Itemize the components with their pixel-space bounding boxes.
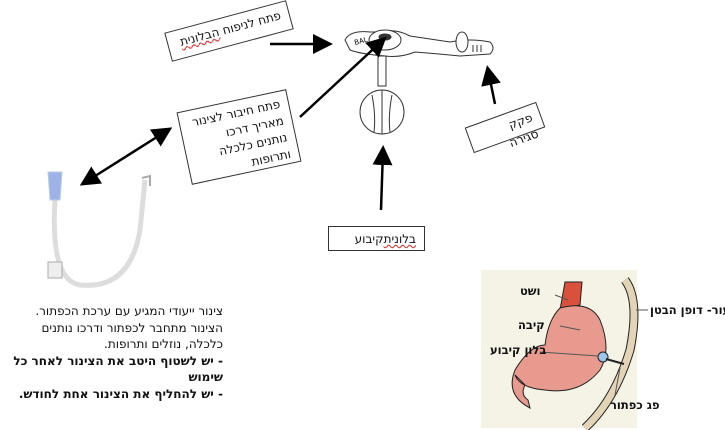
label-skin-wall: עור- דופן הבטן — [650, 303, 725, 317]
label-text-underlined: הבלונית — [178, 24, 221, 49]
label-balloon: בלוניתקיבוע — [328, 226, 425, 251]
stomach-anatomy-illustration — [481, 270, 648, 430]
label-text-underlined: בלונית — [383, 232, 416, 246]
gastrostomy-button-device — [344, 29, 494, 135]
tube-description: צינור ייעודי המגיע עם ערכת הכפתור. הצינו… — [8, 303, 223, 402]
label-button-port: פג כפתור — [610, 398, 660, 412]
label-text: קיבוע — [354, 232, 384, 246]
label-esophagus: ושט — [520, 284, 541, 298]
extension-tube-image — [47, 171, 151, 288]
instruction-flush: - יש לשטוף היטב את הצינור לאחר כל שימוש — [13, 353, 223, 385]
device-marking: BAL — [353, 36, 368, 47]
label-stomach: קיבה — [518, 318, 545, 332]
instruction-replace: - יש להחליף את הצינור אחת לחודש. — [18, 386, 223, 401]
pointer-arrows — [79, 34, 501, 211]
description-line: צינור ייעודי המגיע עם ערכת הכפתור. — [35, 304, 223, 318]
description-line: הצינור מתחבר לכפתור ודרכו נותנים כלכלה, … — [41, 320, 223, 352]
label-anatomy-balloon: בלון קיבוע — [490, 343, 547, 357]
